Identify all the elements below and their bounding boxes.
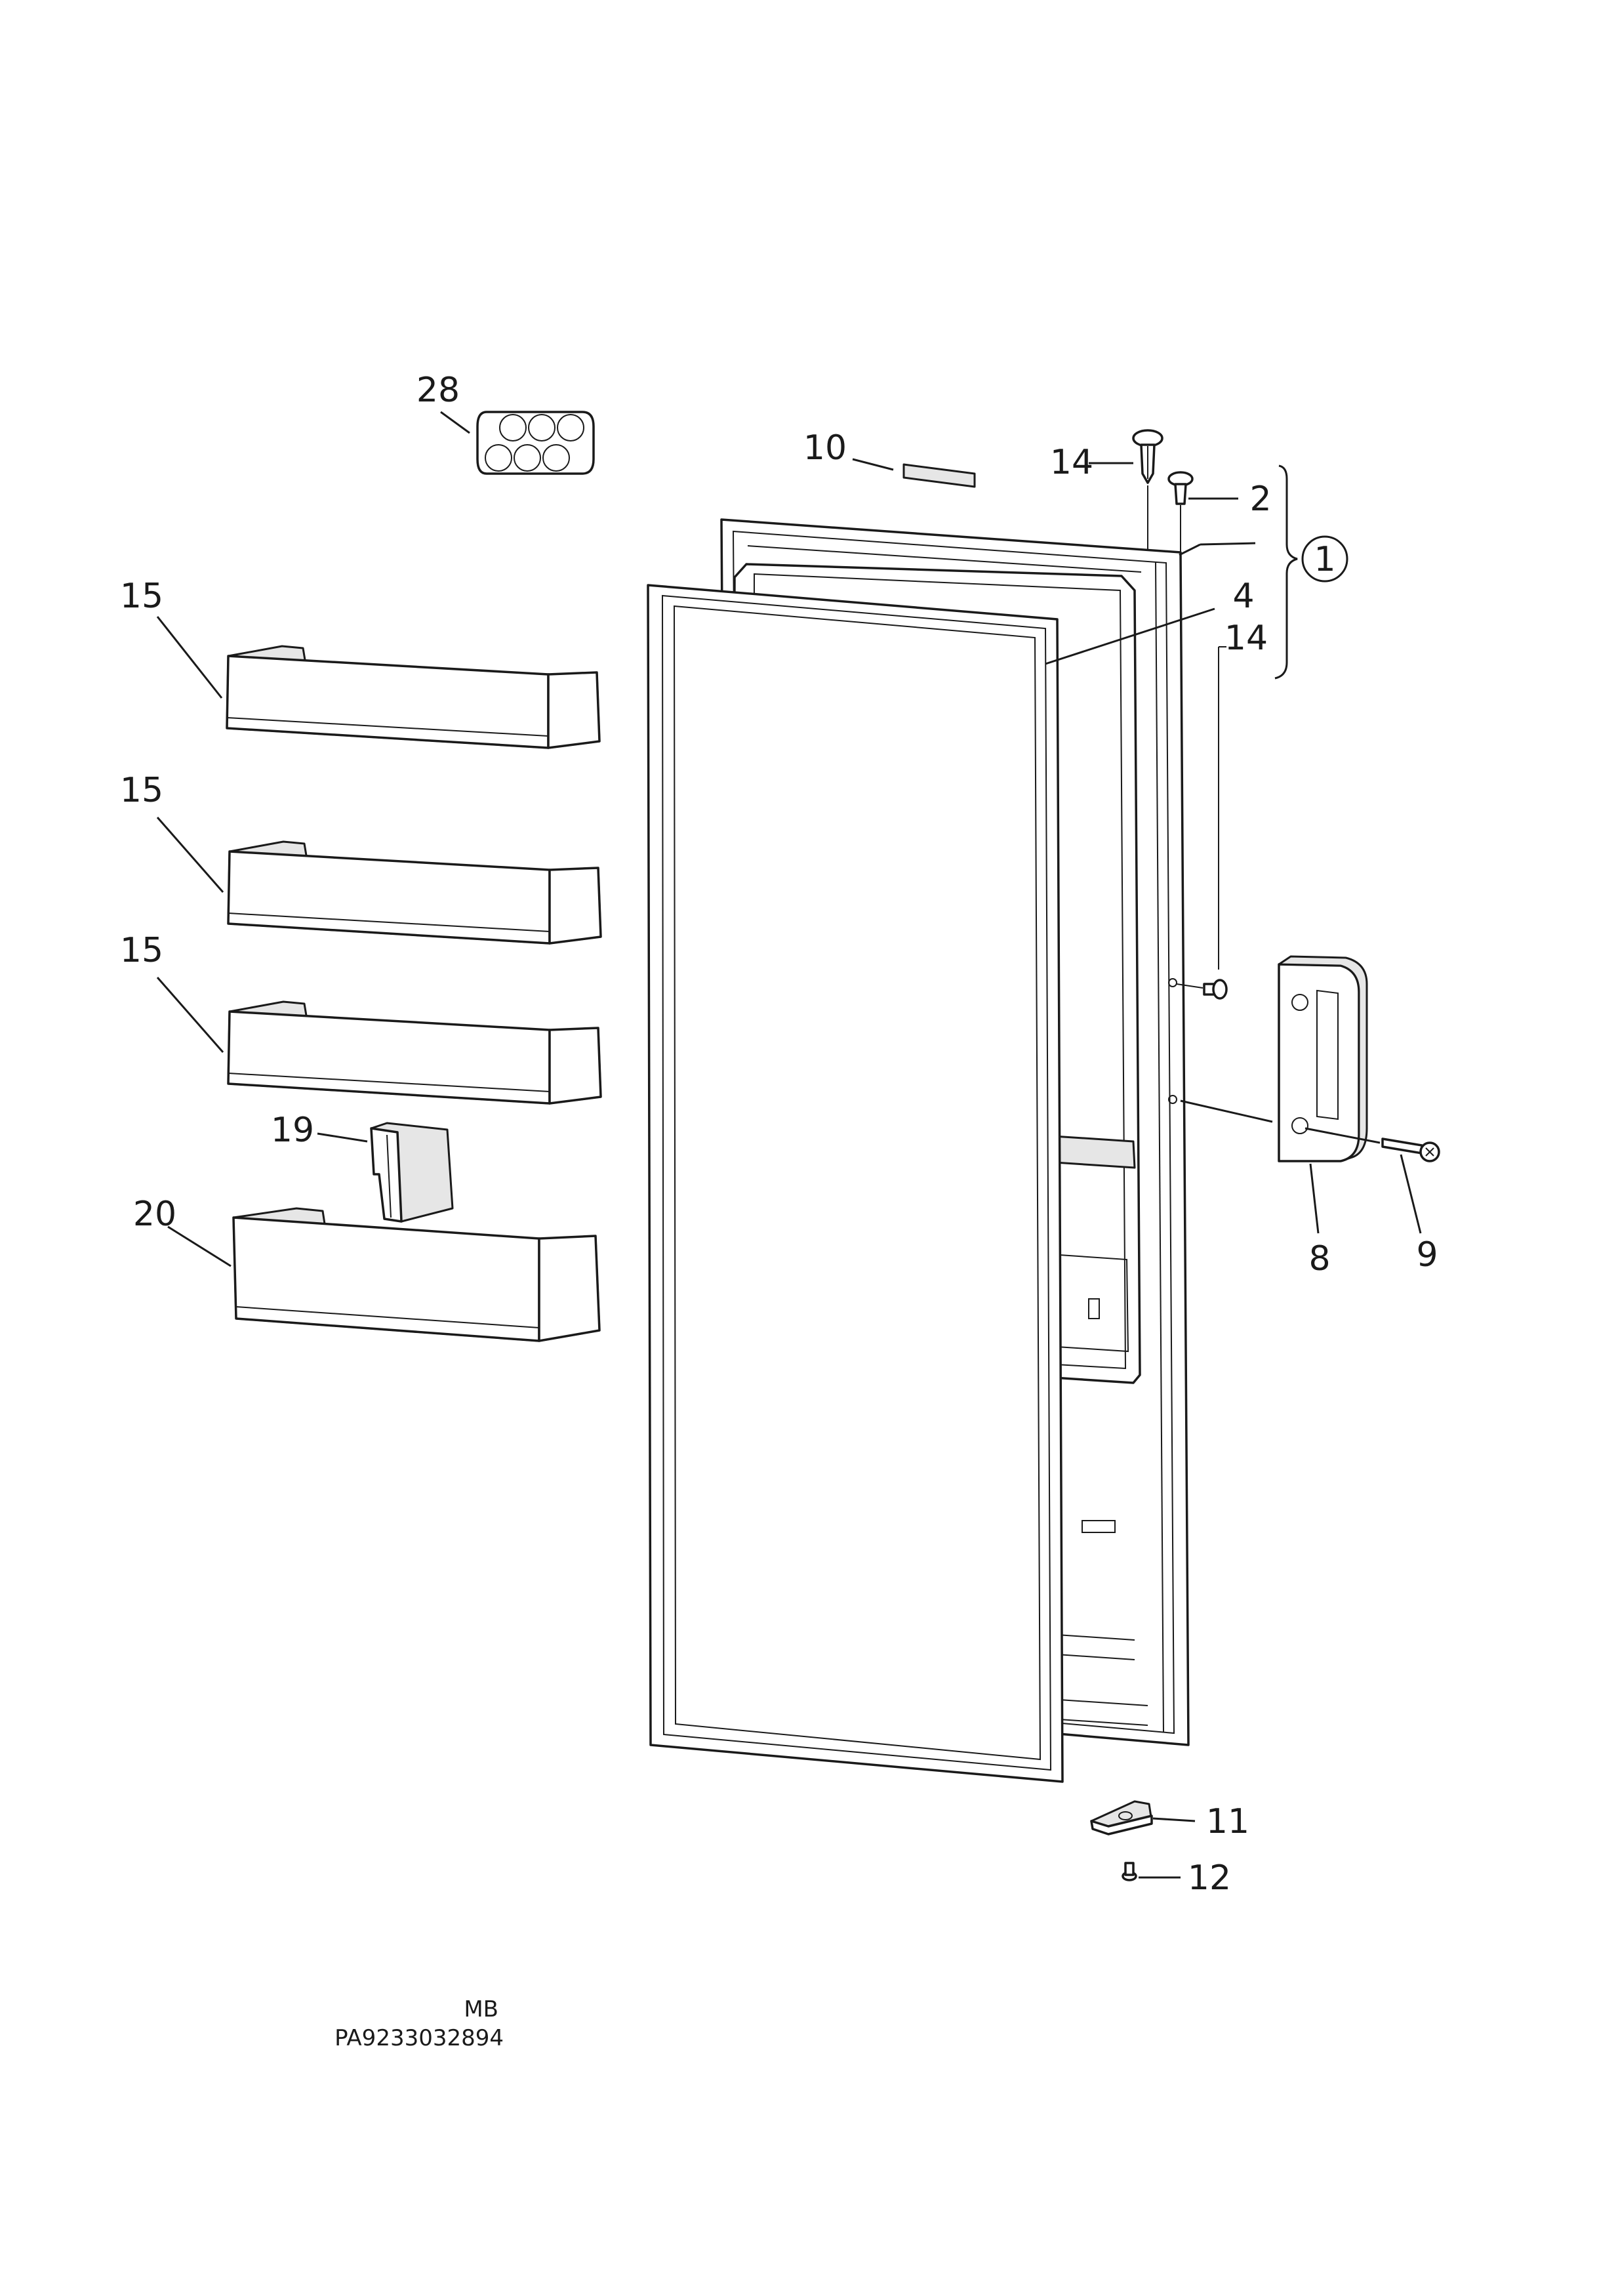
- label-11: 11: [1206, 1802, 1249, 1841]
- label-20: 20: [133, 1195, 176, 1234]
- screw-part-12: [1122, 1862, 1137, 1881]
- door-shelf-part-15-middle: [227, 840, 602, 945]
- bottle-shelf-part-20: [232, 1207, 601, 1342]
- label-14-top: 14: [1050, 443, 1093, 482]
- label-10: 10: [803, 428, 847, 468]
- bushing-part-2: [1167, 471, 1194, 505]
- door-gasket: [647, 584, 1064, 1783]
- model-code: MB: [464, 1996, 498, 2022]
- label-15-bottom: 15: [120, 931, 163, 970]
- screw-part-9: [1381, 1138, 1440, 1162]
- diagram-code: PA9233032894: [334, 2025, 504, 2051]
- hinge-cover-part-11: [1090, 1800, 1153, 1835]
- label-9: 9: [1416, 1235, 1438, 1275]
- label-28: 28: [416, 371, 460, 410]
- door-shelf-part-15-bottom: [227, 1000, 602, 1105]
- screw-part-14-lower: [1203, 979, 1228, 1000]
- label-15-top: 15: [120, 577, 163, 616]
- door-handle-part-8: [1278, 955, 1368, 1162]
- egg-tray-part-28: [476, 411, 595, 475]
- label-8: 8: [1308, 1239, 1330, 1279]
- label-14-lower: 14: [1224, 619, 1268, 658]
- label-4: 4: [1232, 577, 1254, 616]
- top-cover-part-10: [902, 463, 976, 488]
- shelf-divider-part-19: [370, 1122, 454, 1223]
- label-19: 19: [271, 1111, 314, 1150]
- label-2: 2: [1249, 480, 1271, 519]
- label-15-middle: 15: [120, 771, 163, 810]
- door-shelf-part-15-top: [226, 645, 601, 749]
- label-1-assembly: 1: [1314, 540, 1335, 579]
- hinge-pin-part-14-top: [1132, 429, 1163, 484]
- label-12: 12: [1188, 1858, 1231, 1898]
